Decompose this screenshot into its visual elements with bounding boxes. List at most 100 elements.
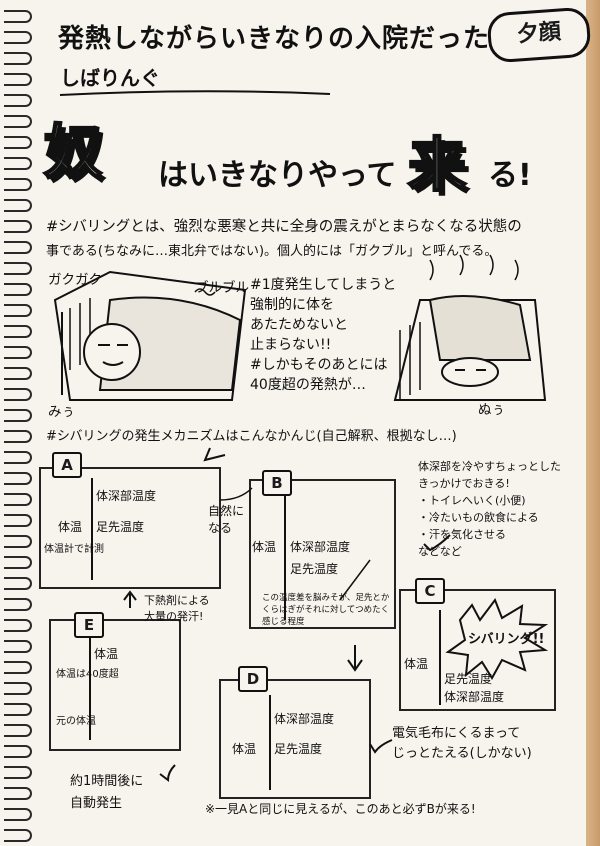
bc-notes-line: などなど bbox=[418, 545, 462, 558]
spiral-binding bbox=[0, 0, 34, 846]
spiral-ring bbox=[4, 94, 32, 107]
notes-line: 強制的に体を bbox=[250, 297, 334, 313]
spiral-ring bbox=[4, 283, 32, 296]
box-b-line2: 体深部温度 bbox=[290, 540, 351, 554]
spiral-ring bbox=[4, 556, 32, 569]
sfx-bottom-right: ぬぅ bbox=[478, 402, 505, 418]
box-b-label: B bbox=[262, 470, 292, 496]
spiral-ring bbox=[4, 304, 32, 317]
spiral-ring bbox=[4, 451, 32, 464]
spiral-ring bbox=[4, 598, 32, 611]
bc-notes-line: きっかけでおきる! bbox=[418, 477, 510, 490]
spiral-ring bbox=[4, 325, 32, 338]
note-a-to-b: 自然に なる bbox=[208, 504, 245, 535]
box-d-label: D bbox=[238, 666, 268, 692]
box-b-note: この温度差を脳みそが、足先とかくらはぎがそれに対してつめたく感じる程度 bbox=[262, 593, 390, 627]
spiral-ring bbox=[4, 409, 32, 422]
box-e-line1: 体温 bbox=[94, 647, 119, 661]
spiral-ring bbox=[4, 367, 32, 380]
page-title: 発熱しながらいきなりの入院だった件 bbox=[58, 24, 518, 54]
spiral-ring bbox=[4, 430, 32, 443]
spiral-ring bbox=[4, 619, 32, 632]
box-a-line3: 足先温度 bbox=[96, 520, 145, 534]
spiral-ring bbox=[4, 766, 32, 779]
box-c-burst: シバリング!! bbox=[468, 632, 545, 647]
box-d-line1: 体深部温度 bbox=[274, 712, 335, 726]
spiral-ring bbox=[4, 535, 32, 548]
box-a-line1: 体深部温度 bbox=[96, 489, 157, 503]
sick-person-bed-right-icon bbox=[393, 254, 547, 401]
spiral-ring bbox=[4, 388, 32, 401]
box-c-label: C bbox=[415, 578, 445, 604]
spiral-ring bbox=[4, 787, 32, 800]
spiral-ring bbox=[4, 472, 32, 485]
spiral-ring bbox=[4, 73, 32, 86]
sfx-left: ガクガク bbox=[48, 272, 102, 288]
notes-line: 40度超の発熱が… bbox=[250, 377, 366, 393]
spiral-ring bbox=[4, 31, 32, 44]
bc-notes-line: ・トイレへいく(小便) bbox=[418, 494, 526, 507]
page-edge bbox=[586, 0, 600, 846]
ea-notes-line: 大量の発汗! bbox=[144, 610, 204, 623]
headline-reading: しばりんぐ bbox=[60, 66, 160, 90]
mechanism-heading: #シバリングの発生メカニズムはこんなかんじ(自己解釈、根拠なし…) bbox=[46, 429, 457, 444]
intro-line-2: 事である(ちなみに…東北弁ではない)。個人的には「ガクブル」と呼んでる。 bbox=[46, 244, 498, 259]
spiral-ring bbox=[4, 157, 32, 170]
spiral-ring bbox=[4, 262, 32, 275]
box-b-line3: 足先温度 bbox=[290, 562, 339, 576]
headline-kanji-2: 来 bbox=[407, 130, 468, 201]
box-a-line2: 体温 bbox=[58, 520, 83, 534]
footnote: ※一見Aと同じに見えるが、このあと必ずBが来る! bbox=[205, 802, 476, 816]
spiral-ring bbox=[4, 136, 32, 149]
box-d-line2: 体温 bbox=[232, 742, 257, 756]
cd-notes-line: 電気毛布にくるまって bbox=[392, 726, 521, 741]
box-a-line4: 体温計で計測 bbox=[44, 544, 104, 555]
sfx-bottom-left: みぅ bbox=[48, 404, 75, 420]
headline-middle: はいきなりやって bbox=[158, 158, 397, 193]
sfx-right: ブルブル bbox=[195, 280, 249, 296]
box-a-label: A bbox=[52, 452, 82, 478]
box-c-line2: 足先温度 bbox=[444, 672, 493, 686]
box-e-line3: 元の体温 bbox=[56, 716, 96, 727]
spiral-ring bbox=[4, 577, 32, 590]
spiral-ring bbox=[4, 10, 32, 23]
bc-notes-line: ・冷たいもの飲食による bbox=[418, 511, 539, 524]
spiral-ring bbox=[4, 661, 32, 674]
notes-line: あたためないと bbox=[250, 317, 348, 333]
box-e-line2: 体温は40度超 bbox=[56, 669, 119, 680]
spiral-ring bbox=[4, 808, 32, 821]
spiral-ring bbox=[4, 682, 32, 695]
box-b-line1: 体温 bbox=[252, 540, 277, 554]
notes-line: #1度発生してしまうと bbox=[250, 277, 397, 293]
spiral-ring bbox=[4, 241, 32, 254]
de-notes-line: 自動発生 bbox=[70, 796, 123, 811]
spiral-ring bbox=[4, 199, 32, 212]
notes-line: #しかもそのあとには bbox=[250, 357, 388, 373]
box-c-line3: 体深部温度 bbox=[444, 690, 505, 704]
box-c-line1: 体温 bbox=[404, 657, 429, 671]
box-e-label: E bbox=[74, 612, 104, 638]
spiral-ring bbox=[4, 514, 32, 527]
cd-notes-line: じっとたえる(しかない) bbox=[392, 746, 532, 761]
spiral-ring bbox=[4, 724, 32, 737]
spiral-ring bbox=[4, 703, 32, 716]
ea-notes-line: 下熱剤による bbox=[144, 594, 210, 607]
notes-line: 止まらない!! bbox=[250, 337, 332, 353]
intro-line-1: #シバリングとは、強烈な悪寒と共に全身の震えがとまらなくなる状態の bbox=[46, 219, 522, 235]
spiral-ring bbox=[4, 115, 32, 128]
spiral-ring bbox=[4, 346, 32, 359]
spiral-ring bbox=[4, 52, 32, 65]
spiral-ring bbox=[4, 220, 32, 233]
headline-end: る! bbox=[488, 158, 532, 193]
bc-notes-line: 体深部を冷やすちょっとした bbox=[418, 460, 561, 473]
spiral-ring bbox=[4, 178, 32, 191]
bc-notes-line: ・汗を気化させる bbox=[418, 528, 506, 541]
spiral-ring bbox=[4, 640, 32, 653]
title-badge: 夕顔 bbox=[486, 6, 592, 64]
headline-kanji-1: 奴 bbox=[43, 117, 104, 188]
de-notes-line: 約1時間後に bbox=[70, 774, 144, 789]
box-d-line3: 足先温度 bbox=[274, 742, 323, 756]
spiral-ring bbox=[4, 829, 32, 842]
spiral-ring bbox=[4, 745, 32, 758]
